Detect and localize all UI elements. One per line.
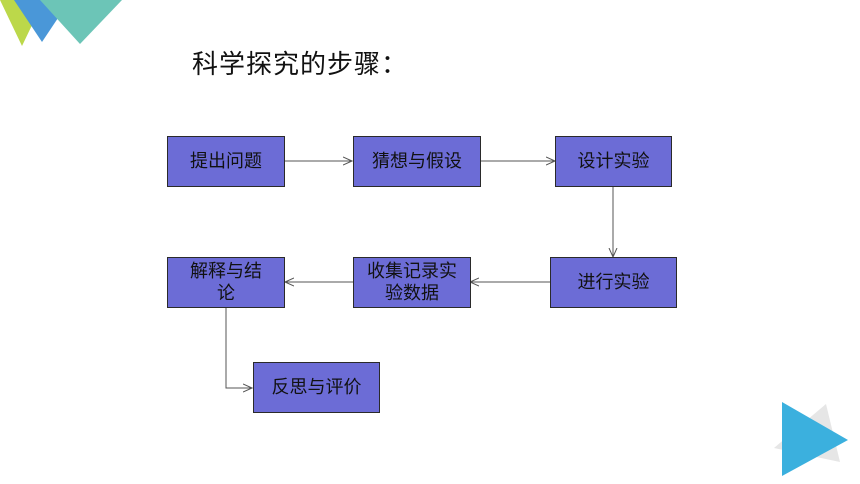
step-collect-data: 收集记录实验数据 [353,257,471,308]
step-hypothesis: 猜想与假设 [353,136,481,187]
step-design-experiment: 设计实验 [555,136,672,187]
step-reflect-evaluate: 反思与评价 [253,362,380,413]
corner-triangles-icon [0,0,122,46]
step-raise-question: 提出问题 [167,136,285,187]
play-triangle-icon [774,402,848,476]
step-explain-conclude: 解释与结论 [167,257,285,308]
step-conduct-experiment: 进行实验 [550,257,677,308]
arrow-6-7 [225,307,252,388]
page-title: 科学探究的步骤： [192,50,409,80]
